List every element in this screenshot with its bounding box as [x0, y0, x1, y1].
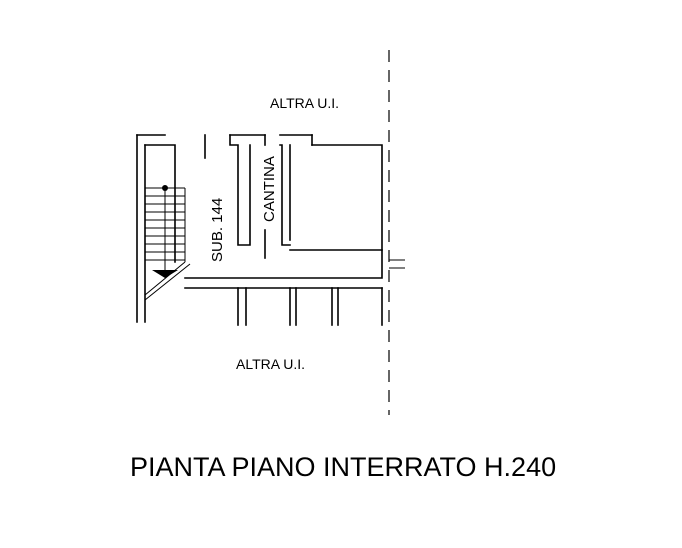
stair-treads [145, 187, 186, 270]
right-room-walls [311, 134, 383, 251]
lower-partitions [237, 287, 383, 326]
boundary-dashed-line [388, 50, 405, 415]
cantina-walls [229, 134, 313, 259]
label-altra-top: ALTRA U.I. [270, 95, 339, 111]
stair-arrow-icon [144, 185, 191, 301]
stair-walls [136, 134, 176, 323]
plan-title: PIANTA PIANO INTERRATO H.240 [130, 452, 556, 482]
label-altra-bottom: ALTRA U.I. [236, 356, 305, 372]
label-cantina: CANTINA [261, 156, 278, 222]
label-sub: SUB. 144 [209, 198, 226, 262]
corridor-walls [184, 134, 383, 289]
